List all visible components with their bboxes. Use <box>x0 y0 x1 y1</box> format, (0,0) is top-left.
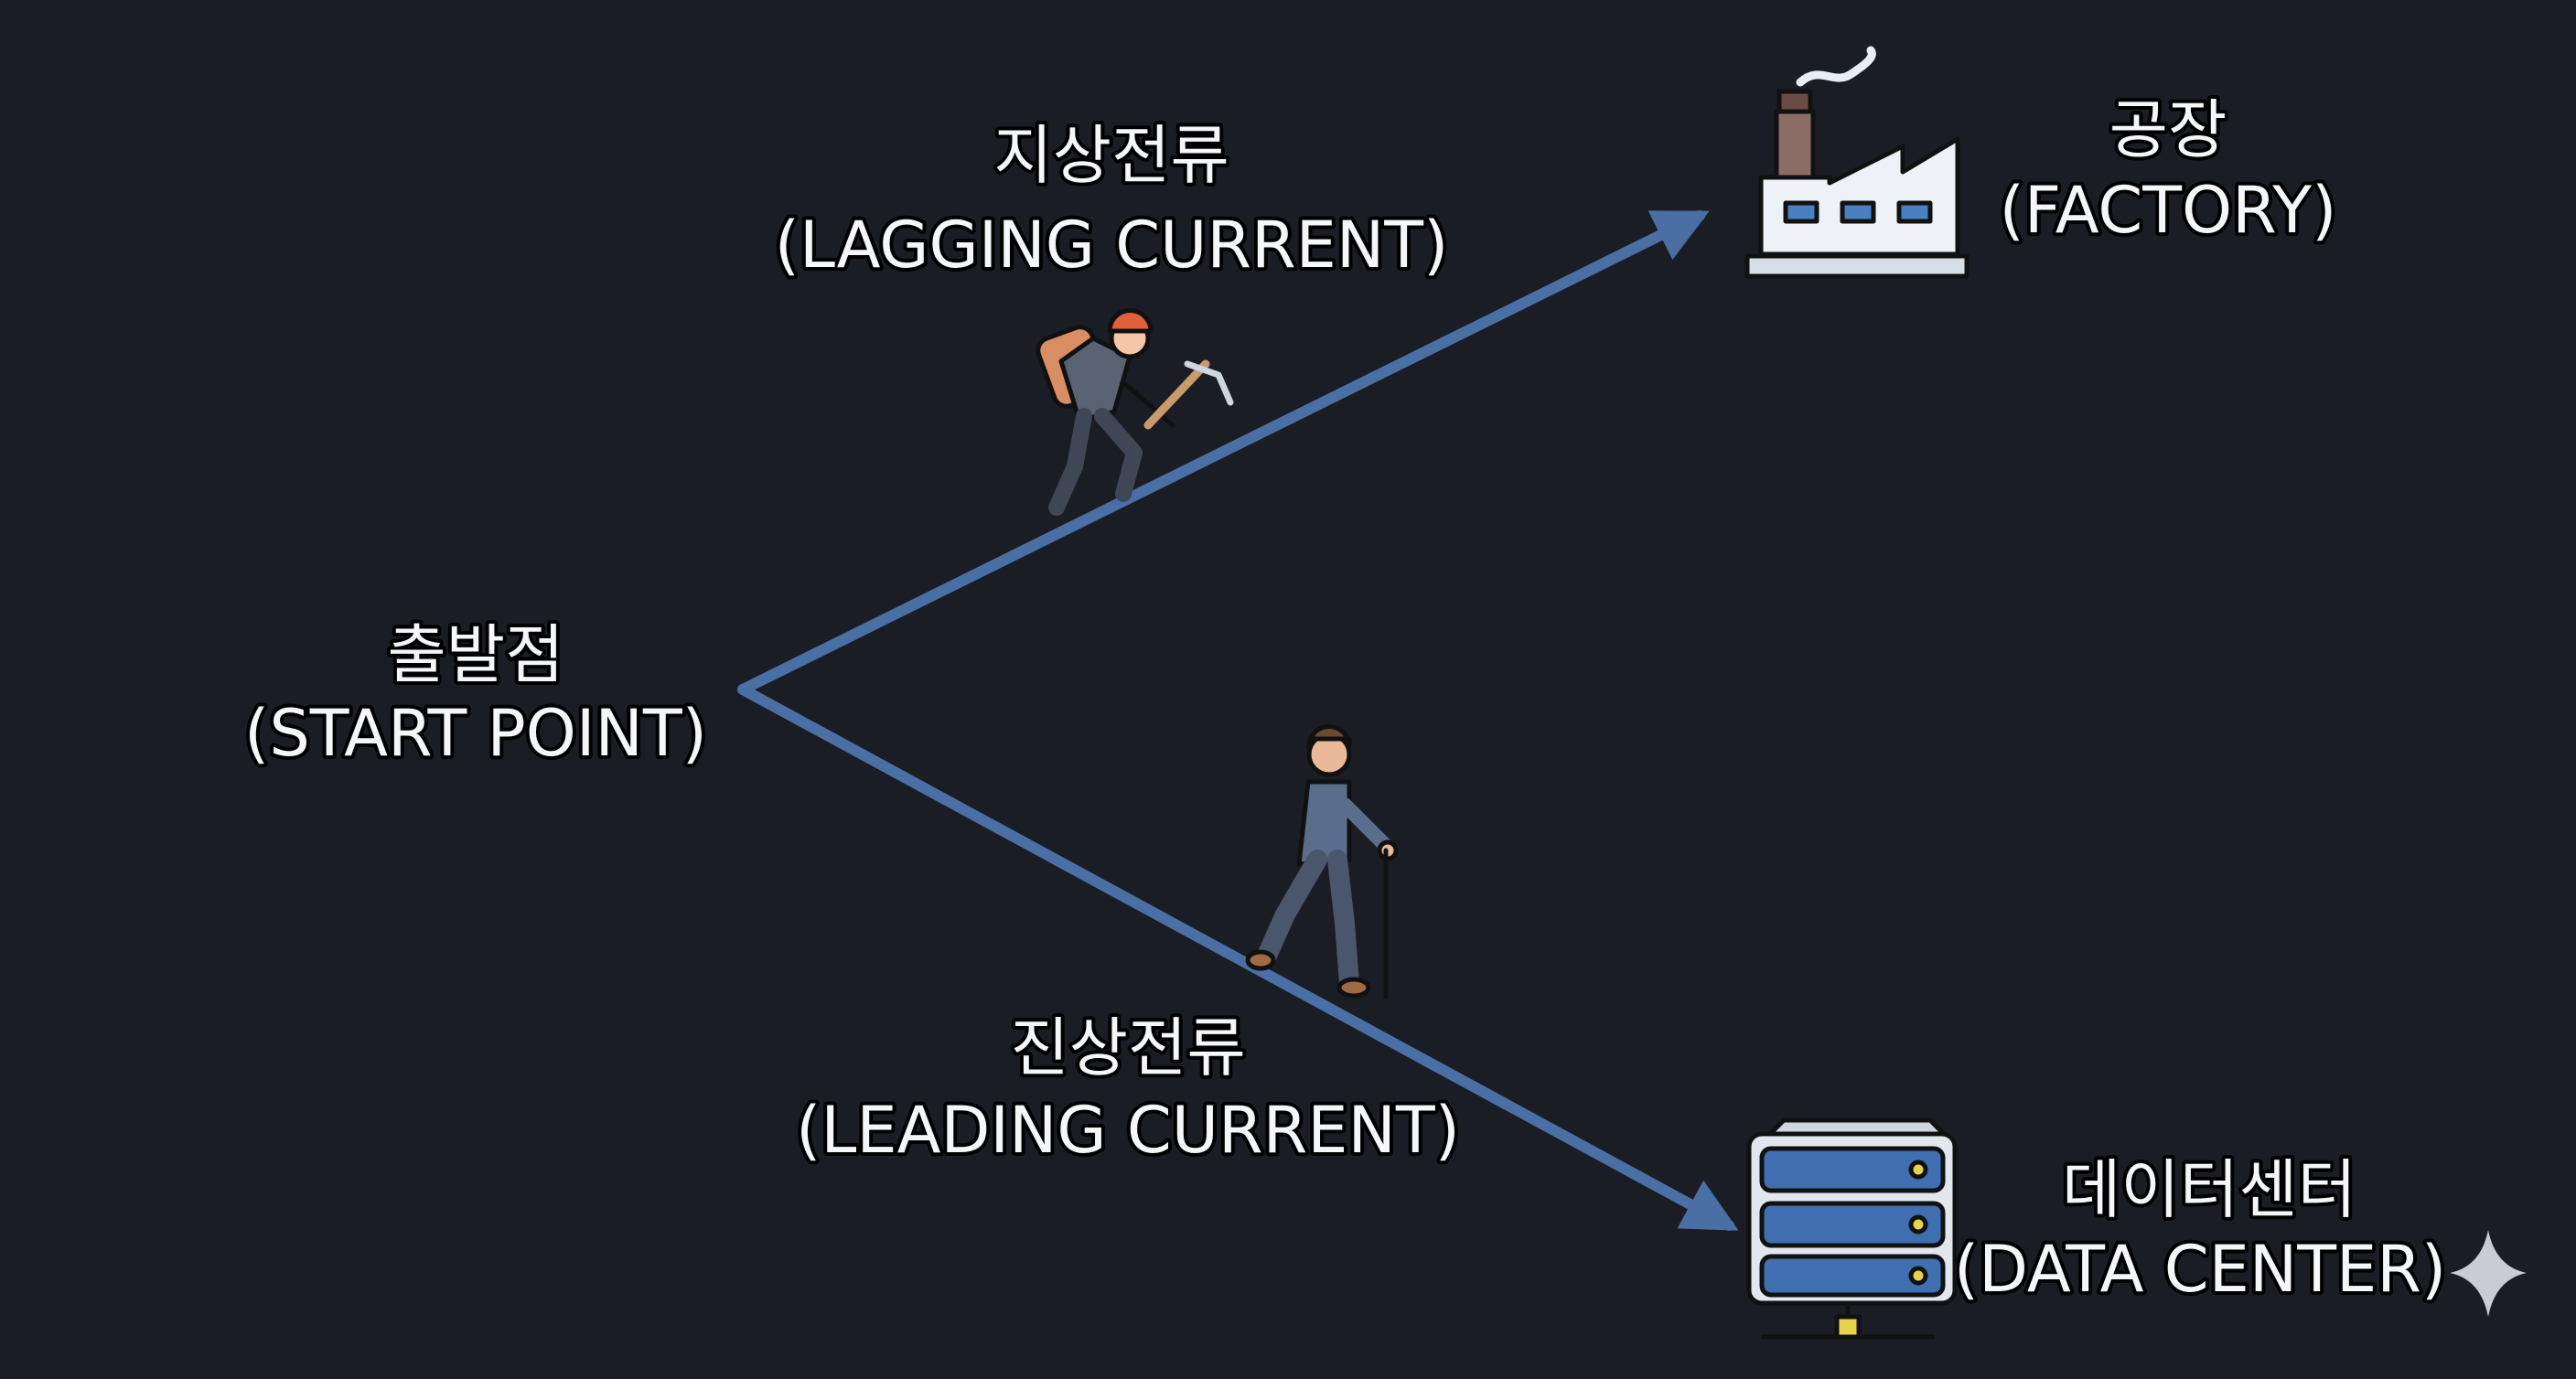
lagging-label: 지상전류 (LAGGING CURRENT) <box>771 114 1453 286</box>
factory-label: 공장 (FACTORY) <box>1996 89 2341 251</box>
factory-icon <box>1744 46 1970 279</box>
leading-label-korean: 진상전류 <box>1010 1010 1246 1085</box>
start-label-english: (START POINT) <box>244 696 707 771</box>
server-icon <box>1746 1117 1958 1340</box>
datacenter-label-english: (DATA CENTER) <box>1954 1232 2446 1307</box>
climber-icon <box>1036 308 1234 516</box>
leading-label-english: (LEADING CURRENT) <box>796 1093 1460 1168</box>
walker-icon <box>1245 724 1399 1000</box>
start-label-korean: 출발점 <box>387 617 564 692</box>
leading-label: 진상전류 (LEADING CURRENT) <box>792 1007 1464 1171</box>
leading-arrow <box>737 684 1739 1231</box>
lagging-arrow <box>737 210 1710 695</box>
factory-label-korean: 공장 <box>2109 92 2227 167</box>
start-label: 출발점 (START POINT) <box>241 614 711 775</box>
lagging-label-english: (LAGGING CURRENT) <box>775 208 1449 283</box>
arrows <box>737 210 1739 1231</box>
datacenter-label-korean: 데이터센터 <box>2062 1152 2356 1227</box>
lagging-label-korean: 지상전류 <box>993 118 1229 193</box>
factory-label-english: (FACTORY) <box>2000 173 2337 248</box>
sparkle-icon <box>2450 1230 2527 1317</box>
datacenter-label: 데이터센터 (DATA CENTER) <box>1950 1149 2450 1310</box>
